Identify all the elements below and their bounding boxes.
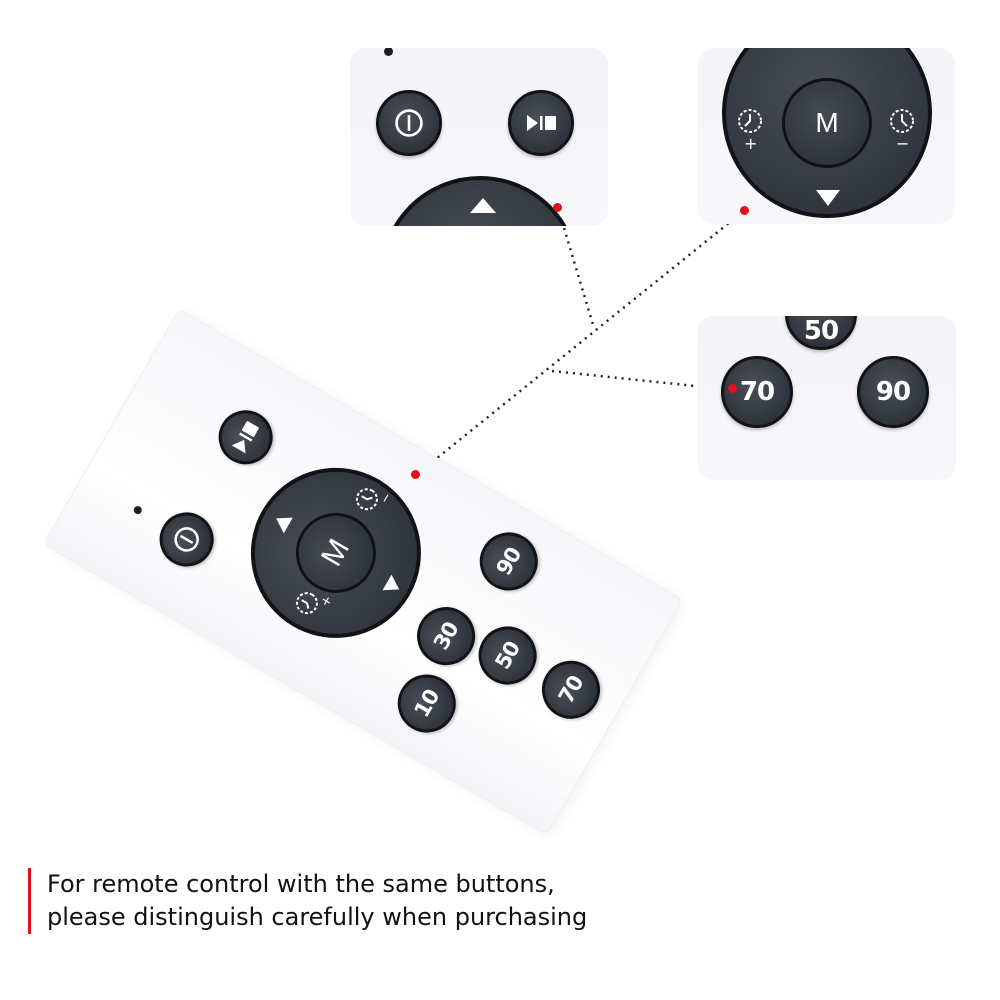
- triangle-up-icon[interactable]: [271, 510, 293, 534]
- svg-text:−: −: [896, 134, 909, 151]
- key-50-label: 50: [490, 637, 525, 674]
- highlight-dot-dpad: [740, 206, 749, 215]
- key-70-button[interactable]: 70: [531, 650, 611, 730]
- key-90-button[interactable]: 90: [469, 521, 549, 602]
- triangle-down-icon[interactable]: [382, 574, 404, 598]
- highlight-dot-remote: [411, 470, 420, 479]
- key-90-label: 90: [491, 543, 526, 580]
- svg-text:+: +: [744, 134, 757, 151]
- key-90-label: 90: [875, 377, 911, 407]
- menu-button-label: M: [314, 533, 357, 572]
- key-70-label: 70: [553, 671, 589, 708]
- menu-button-zoom[interactable]: M: [782, 78, 872, 168]
- dpad-ring-zoom[interactable]: + − M: [722, 48, 932, 218]
- caption: For remote control with the same buttons…: [28, 868, 587, 934]
- play-stop-icon: [231, 421, 259, 454]
- key-70-label: 70: [739, 377, 775, 407]
- play-stop-icon: [527, 115, 556, 131]
- highlight-dot-70-key: [728, 384, 737, 393]
- key-30-label: 30: [428, 618, 464, 654]
- power-icon: [174, 527, 199, 552]
- key-90-button-zoom[interactable]: 90: [857, 356, 929, 428]
- key-30-button[interactable]: 30: [406, 596, 486, 676]
- menu-button-label: M: [815, 107, 839, 138]
- triangle-up-icon[interactable]: [470, 198, 496, 213]
- remote-control: + − M 30 10 90 50 70: [44, 310, 682, 834]
- timer-plus-icon[interactable]: +: [289, 582, 337, 627]
- key-10-button[interactable]: 10: [387, 663, 467, 744]
- power-button[interactable]: [149, 502, 224, 577]
- key-50-button-zoom[interactable]: 50: [785, 316, 857, 350]
- highlight-dot-up-key: [553, 203, 562, 212]
- zoom-panel-number-keys: 50 70 90: [697, 316, 956, 480]
- zoom-panel-power-play: [350, 48, 608, 226]
- timer-minus-icon[interactable]: −: [349, 478, 397, 523]
- key-10-label: 10: [409, 685, 444, 722]
- dpad-ring-zoom[interactable]: [380, 176, 580, 226]
- caption-line-2: please distinguish carefully when purcha…: [47, 903, 588, 931]
- power-icon: [395, 109, 423, 137]
- play-stop-button-zoom[interactable]: [508, 90, 574, 156]
- leader-line-dpad: [415, 209, 746, 476]
- caption-line-1: For remote control with the same buttons…: [47, 870, 555, 898]
- svg-text:−: −: [377, 490, 393, 507]
- play-stop-button[interactable]: [208, 400, 283, 475]
- dpad-ring[interactable]: + − M: [219, 436, 453, 670]
- triangle-down-icon[interactable]: [816, 190, 840, 206]
- svg-text:+: +: [318, 593, 334, 610]
- indicator-led: [132, 504, 144, 516]
- timer-minus-icon[interactable]: −: [888, 107, 918, 155]
- indicator-led: [384, 48, 393, 56]
- zoom-panel-dpad: + − M: [698, 48, 955, 224]
- leader-line-up-key: [556, 207, 596, 329]
- key-50-button[interactable]: 50: [468, 615, 548, 696]
- timer-plus-icon[interactable]: +: [736, 107, 766, 155]
- power-button-zoom[interactable]: [376, 90, 442, 156]
- key-50-label: 50: [803, 316, 839, 346]
